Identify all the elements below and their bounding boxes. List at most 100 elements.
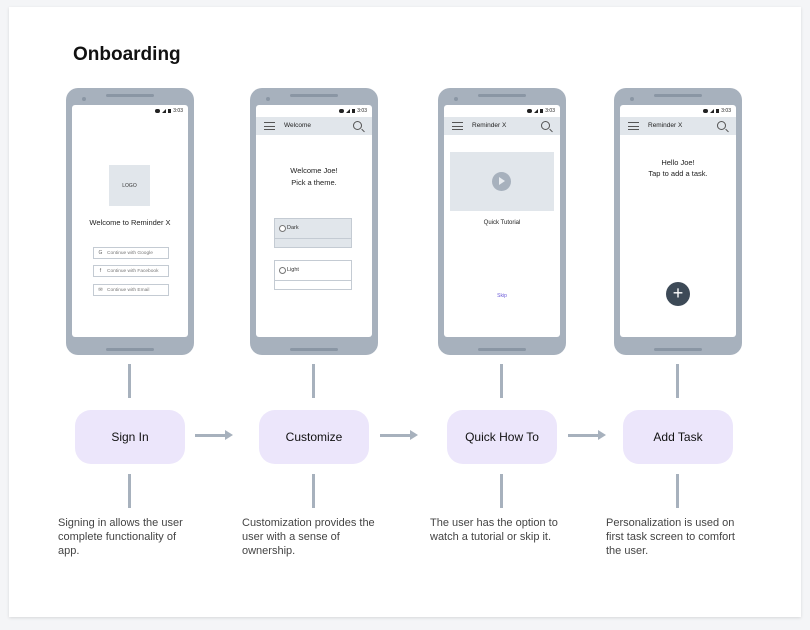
battery-icon [352, 109, 356, 113]
facebook-signin-button[interactable]: f Continue with Facebook [93, 265, 169, 277]
add-task-button[interactable]: + [666, 282, 690, 306]
camera-dot [630, 97, 634, 101]
speaker [290, 94, 338, 97]
status-bar: 3:03 [339, 107, 367, 115]
welcome-text: Welcome to Reminder X [89, 218, 171, 227]
arrow-right-icon [568, 430, 606, 440]
app-bar: Welcome [256, 117, 372, 135]
instruction-text: Tap to add a task. [648, 169, 708, 178]
phone-addtask: 3:03 Reminder X Hello Joe! Tap to add a … [614, 88, 742, 355]
phone-customize: 3:03 Welcome Welcome Joe! Pick a theme. … [250, 88, 378, 355]
battery-icon [540, 109, 544, 113]
signal-icon [710, 109, 715, 113]
greeting-line2: Pick a theme. [291, 178, 337, 187]
app-bar-title: Welcome [284, 122, 311, 129]
screen-tutorial: 3:03 Reminder X Quick Tutorial Skip [444, 105, 560, 337]
status-bar: 3:03 [155, 107, 183, 115]
home-bar [478, 348, 526, 351]
step-add-task: Add Task [623, 410, 733, 464]
theme-option-dark[interactable]: Dark [274, 218, 352, 248]
divider [275, 280, 351, 281]
screen-signin: 3:03 LOGO Welcome to Reminder X G Contin… [72, 105, 188, 337]
signal-icon [346, 109, 351, 113]
phone-signin: 3:03 LOGO Welcome to Reminder X G Contin… [66, 88, 194, 355]
connector-line [312, 474, 315, 508]
status-time: 3:03 [545, 108, 555, 114]
connector-line [312, 364, 315, 398]
theme-option-label: Dark [287, 225, 299, 231]
heart-icon [155, 109, 161, 113]
home-bar [106, 348, 154, 351]
tutorial-video[interactable] [450, 152, 554, 211]
camera-dot [82, 97, 86, 101]
logo-placeholder: LOGO [109, 165, 150, 206]
step-description: Personalization is used on first task sc… [606, 517, 735, 557]
google-icon: G [98, 249, 103, 256]
speaker [106, 94, 154, 97]
arrow-right-icon [195, 430, 233, 440]
heart-icon [527, 109, 533, 113]
google-signin-button[interactable]: G Continue with Google [93, 247, 169, 259]
battery-icon [168, 109, 172, 113]
camera-dot [454, 97, 458, 101]
step-description: Customization provides the user with a s… [242, 517, 375, 557]
menu-icon[interactable] [452, 122, 463, 130]
status-time: 3:03 [721, 108, 731, 114]
button-label: Continue with Google [107, 250, 153, 256]
speaker [478, 94, 526, 97]
divider [275, 238, 351, 239]
search-icon[interactable] [717, 121, 726, 130]
battery-icon [716, 109, 720, 113]
step-sign-in: Sign In [75, 410, 185, 464]
app-bar-title: Reminder X [472, 122, 507, 129]
app-bar-title: Reminder X [648, 122, 683, 129]
search-icon[interactable] [353, 121, 362, 130]
button-label: Continue with Email [107, 287, 150, 293]
theme-option-light[interactable]: Light [274, 260, 352, 290]
camera-dot [266, 97, 270, 101]
step-customize: Customize [259, 410, 369, 464]
status-bar: 3:03 [527, 107, 555, 115]
arrow-right-icon [380, 430, 418, 440]
app-bar: Reminder X [620, 117, 736, 135]
menu-icon[interactable] [628, 122, 639, 130]
status-time: 3:03 [173, 108, 183, 114]
step-description: The user has the option to watch a tutor… [430, 517, 558, 543]
home-bar [290, 348, 338, 351]
signal-icon [162, 109, 167, 113]
step-description: Signing in allows the user complete func… [58, 517, 183, 557]
button-label: Continue with Facebook [107, 268, 159, 274]
email-icon: ✉ [98, 286, 103, 293]
search-icon[interactable] [541, 121, 550, 130]
speaker [654, 94, 702, 97]
signal-icon [534, 109, 539, 113]
connector-line [500, 474, 503, 508]
heart-icon [339, 109, 345, 113]
status-bar: 3:03 [703, 107, 731, 115]
email-signin-button[interactable]: ✉ Continue with Email [93, 284, 169, 296]
facebook-icon: f [99, 267, 102, 274]
phone-tutorial: 3:03 Reminder X Quick Tutorial Skip [438, 88, 566, 355]
page-title: Onboarding [73, 44, 181, 65]
radio-icon [279, 225, 286, 232]
tutorial-label: Quick Tutorial [483, 220, 521, 226]
status-time: 3:03 [357, 108, 367, 114]
theme-option-label: Light [287, 267, 299, 273]
connector-line [676, 474, 679, 508]
screen-customize: 3:03 Welcome Welcome Joe! Pick a theme. … [256, 105, 372, 337]
play-icon[interactable] [492, 172, 511, 191]
heart-icon [703, 109, 709, 113]
screen-addtask: 3:03 Reminder X Hello Joe! Tap to add a … [620, 105, 736, 337]
radio-icon [279, 267, 286, 274]
connector-line [128, 364, 131, 398]
greeting-line1: Welcome Joe! [290, 166, 338, 175]
connector-line [500, 364, 503, 398]
step-quick-how-to: Quick How To [447, 410, 557, 464]
connector-line [128, 474, 131, 508]
skip-link[interactable]: Skip [497, 293, 507, 299]
app-bar: Reminder X [444, 117, 560, 135]
connector-line [676, 364, 679, 398]
home-bar [654, 348, 702, 351]
menu-icon[interactable] [264, 122, 275, 130]
hello-text: Hello Joe! [661, 158, 695, 167]
